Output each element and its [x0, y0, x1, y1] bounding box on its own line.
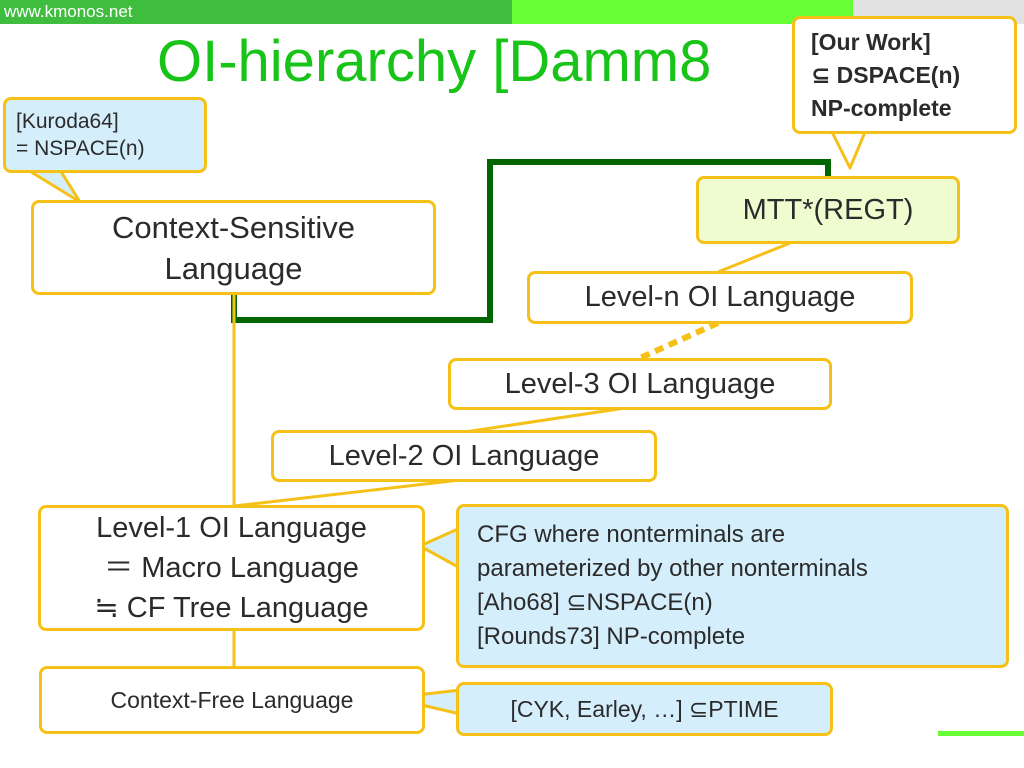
ourwork-heading: [Our Work] [811, 28, 931, 55]
level-1-oi-language-node: Level-1 OI Language ＝ Macro Language ≒ C… [38, 505, 425, 631]
context-free-language-node: Context-Free Language [39, 666, 425, 734]
leveln-level3-dotted-connector [638, 320, 720, 361]
level-n-label: Level-n OI Language [584, 281, 856, 313]
mtt-regt-node: MTT*(REGT) [696, 176, 960, 244]
cfg-rounds-citation: [Rounds73] NP-complete [477, 623, 746, 650]
cfl-label: Context-Free Language [110, 686, 354, 713]
level2-level1-connector [233, 478, 461, 508]
csl-label-line1: Context-Sensitive [112, 209, 355, 245]
mtt-label: MTT*(REGT) [742, 193, 914, 226]
site-url[interactable]: www.kmonos.net [4, 2, 133, 21]
level-2-oi-language-node: Level-2 OI Language [271, 430, 657, 482]
slide-title: OI-hierarchy [Damm8 [157, 29, 712, 94]
cyk-label: [CYK, Earley, …] ⊆PTIME [510, 695, 779, 722]
ourwork-np-complete: NP-complete [811, 94, 952, 121]
level-1-label-line1: Level-1 OI Language [96, 512, 367, 544]
level3-level2-connector [464, 406, 626, 434]
cfg-callout-tail [418, 526, 462, 570]
kuroda-citation: [Kuroda64] [16, 110, 119, 133]
level-n-oi-language-node: Level-n OI Language [527, 271, 913, 324]
cfg-description-line1: CFG where nonterminals are [477, 521, 786, 548]
level-3-label: Level-3 OI Language [504, 367, 776, 400]
ourwork-callout: [Our Work] ⊆ DSPACE(n) NP-complete [792, 16, 1017, 134]
ourwork-callout-tail [830, 130, 867, 170]
kuroda-callout-tail [26, 168, 82, 204]
cfg-description-line2: parameterized by other nonterminals [477, 555, 868, 582]
csl-label-line2: Language [164, 250, 303, 286]
cyk-callout: [CYK, Earley, …] ⊆PTIME [456, 682, 833, 736]
level-3-oi-language-node: Level-3 OI Language [448, 358, 832, 410]
context-sensitive-language-node: Context-Sensitive Language [31, 200, 436, 295]
level-2-label: Level-2 OI Language [328, 439, 600, 472]
top-banner: www.kmonos.net [0, 0, 1024, 24]
cfg-callout: CFG where nonterminals are parameterized… [456, 504, 1009, 668]
level-1-label-line2: ＝ Macro Language [104, 552, 359, 584]
level-1-label-line3: ≒ CF Tree Language [94, 592, 369, 624]
bottom-accent-strip [938, 731, 1024, 736]
banner-segment-green [0, 0, 512, 24]
kuroda-callout: [Kuroda64] = NSPACE(n) [3, 97, 207, 173]
kuroda-complexity: = NSPACE(n) [16, 137, 145, 160]
cfg-aho-citation: [Aho68] ⊆NSPACE(n) [477, 589, 713, 616]
mtt-leveln-connector [717, 241, 791, 274]
ourwork-space-bound: ⊆ DSPACE(n) [811, 61, 961, 88]
